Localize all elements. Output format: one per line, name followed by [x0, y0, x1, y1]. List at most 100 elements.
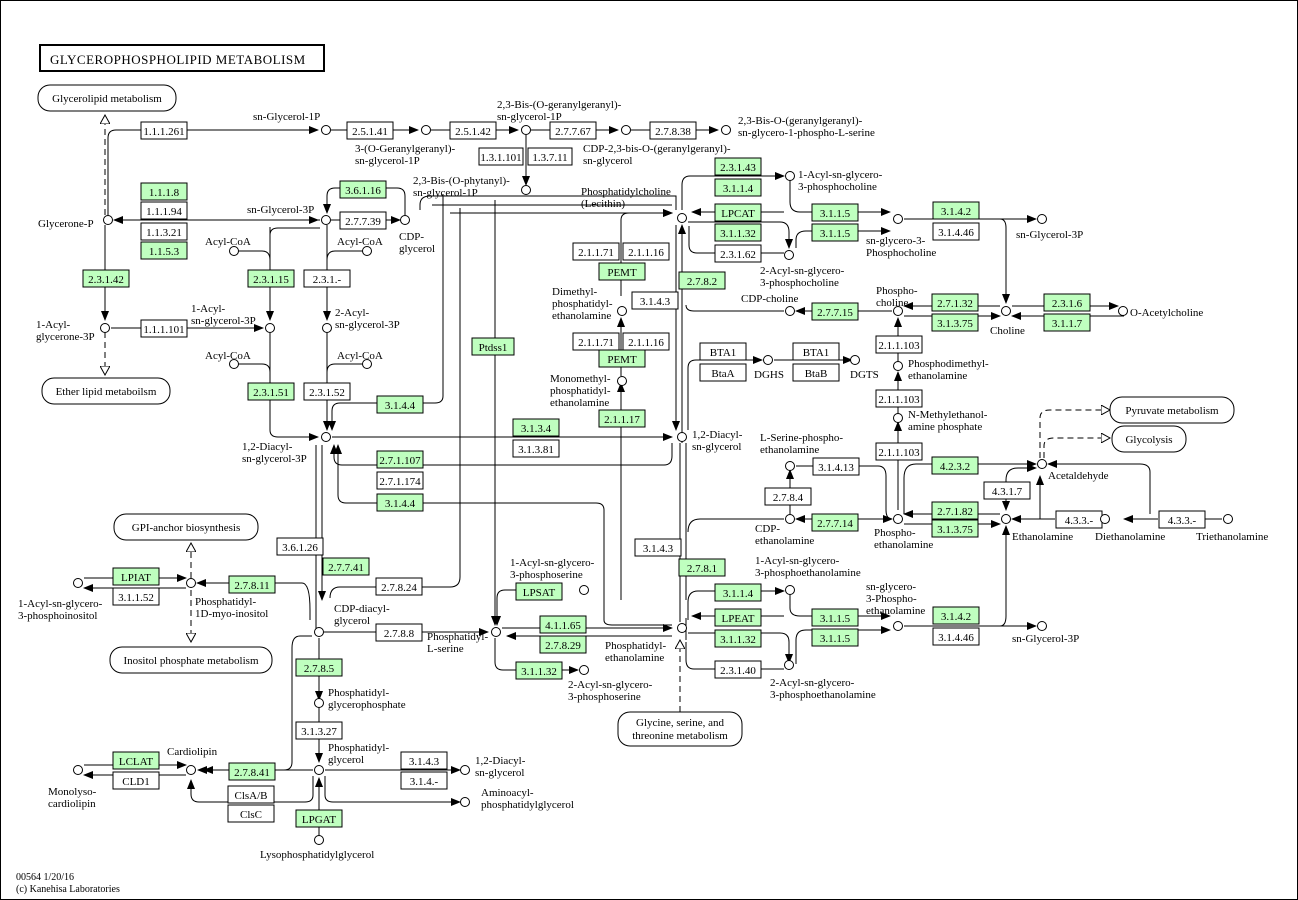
enzyme-box-3-1-3-4[interactable]: 3.1.3.4: [512, 418, 560, 437]
compound-cdp-ethanolamine[interactable]: CDP-ethanolamine: [755, 514, 814, 548]
compound-node[interactable]: [617, 376, 627, 386]
compound-2-acyl-sn-glycerol-3p[interactable]: 2-Acyl-sn-glycerol-3P: [322, 307, 400, 333]
enzyme-box-2-3-1-40[interactable]: 2.3.1.40: [714, 660, 762, 679]
compound-node[interactable]: [321, 215, 331, 225]
compound-phospho-choline[interactable]: Phospho-choline: [876, 285, 918, 316]
compound-node[interactable]: [322, 323, 332, 333]
compound-3-o-geranylgeranyl-sn-glycerol-1p[interactable]: 3-(O-Geranylgeranyl)-sn-glycerol-1P: [355, 125, 456, 168]
enzyme-box-2-7-1-107[interactable]: 2.7.1.107: [376, 450, 424, 469]
enzyme-box-2-3-1[interactable]: 2.3.1.-: [303, 269, 351, 288]
compound-l-serine-phospho-ethanolamine[interactable]: L-Serine-phospho-ethanolamine: [760, 432, 843, 471]
compound-node[interactable]: [460, 797, 470, 807]
compound-sn-glycerol-3p[interactable]: sn-Glycerol-3P: [1012, 621, 1079, 646]
enzyme-box-3-1-1-5[interactable]: 3.1.1.5: [811, 223, 859, 242]
compound-node[interactable]: [314, 835, 324, 845]
compound-lysophosphatidylglycerol[interactable]: Lysophosphatidylglycerol: [260, 835, 374, 862]
compound-node[interactable]: [186, 578, 196, 588]
compound-node[interactable]: [763, 355, 773, 365]
compound-cdp-choline[interactable]: CDP-choline: [741, 293, 799, 316]
enzyme-box-bta1[interactable]: BTA1: [792, 342, 840, 361]
compound-phosphatidyl-glycerophosphate[interactable]: Phosphatidyl-glycerophosphate: [314, 687, 406, 711]
compound-node[interactable]: [893, 361, 903, 371]
enzyme-box-3-1-4[interactable]: 3.1.4.-: [400, 771, 448, 790]
compound-2-acyl-sn-glycero-3-phosphoserine[interactable]: 2-Acyl-sn-glycero-3-phosphoserine: [568, 665, 653, 704]
compound-node[interactable]: [579, 585, 589, 595]
enzyme-box-1-1-3-21[interactable]: 1.1.3.21: [140, 222, 188, 241]
compound-phosphatidyl-l-serine[interactable]: Phosphatidyl-L-serine: [427, 627, 501, 656]
compound-node[interactable]: [321, 432, 331, 442]
compound-node[interactable]: [1037, 621, 1047, 631]
enzyme-box-2-1-1-16[interactable]: 2.1.1.16: [622, 242, 670, 261]
compound-dgts[interactable]: DGTS: [850, 355, 879, 382]
compound-node[interactable]: [893, 214, 903, 224]
enzyme-box-cld1[interactable]: CLD1: [112, 771, 160, 790]
enzyme-box-1-3-7-11[interactable]: 1.3.7.11: [527, 147, 573, 166]
enzyme-box-4-2-3-2[interactable]: 4.2.3.2: [931, 456, 979, 475]
compound-phospho-ethanolamine[interactable]: Phospho-ethanolamine: [874, 514, 933, 552]
enzyme-box-1-1-5-3[interactable]: 1.1.5.3: [140, 241, 188, 260]
enzyme-box-3-1-4-3[interactable]: 3.1.4.3: [634, 538, 682, 557]
compound-node[interactable]: [785, 306, 795, 316]
enzyme-box-pemt[interactable]: PEMT: [598, 262, 646, 281]
enzyme-box-3-1-1-5[interactable]: 3.1.1.5: [811, 628, 859, 647]
compound-dimethyl-phosphatidyl-ethanolamine[interactable]: Dimethyl-phosphatidyl-ethanolamine: [552, 286, 627, 322]
enzyme-box-3-1-1-4[interactable]: 3.1.1.4: [714, 583, 762, 602]
compound-2-acyl-sn-glycero-3-phosphocholine[interactable]: 2-Acyl-sn-glycero-3-phosphocholine: [760, 250, 845, 290]
compound-node[interactable]: [400, 215, 410, 225]
enzyme-box-3-1-1-32[interactable]: 3.1.1.32: [515, 661, 563, 680]
enzyme-box-3-1-1-32[interactable]: 3.1.1.32: [714, 223, 762, 242]
enzyme-box-4-3-3[interactable]: 4.3.3.-: [1055, 510, 1103, 529]
compound-node[interactable]: [321, 125, 331, 135]
compound-triethanolamine[interactable]: Triethanolamine: [1196, 514, 1268, 544]
compound-node[interactable]: [893, 306, 903, 316]
compound-node[interactable]: [893, 413, 903, 423]
enzyme-box-pemt[interactable]: PEMT: [598, 349, 646, 368]
compound-node[interactable]: [103, 215, 113, 225]
compound-2-acyl-sn-glycero-3-phosphoethanolamine[interactable]: 2-Acyl-sn-glycero-3-phosphoethanolamine: [770, 660, 876, 702]
compound-1-acyl-glycerone-3p[interactable]: 1-Acyl-glycerone-3P: [36, 319, 110, 343]
compound-node[interactable]: [1118, 306, 1128, 316]
compound-node[interactable]: [677, 623, 687, 633]
enzyme-box-btab[interactable]: BtaB: [792, 363, 840, 382]
compound-phosphatidyl-1d-myo-inositol[interactable]: Phosphatidyl-1D-myo-inositol: [186, 578, 269, 621]
compound-choline[interactable]: Choline: [990, 306, 1025, 338]
enzyme-box-3-1-1-32[interactable]: 3.1.1.32: [714, 629, 762, 648]
compound-node[interactable]: [186, 765, 196, 775]
compound-node[interactable]: [677, 213, 687, 223]
compound-node[interactable]: [893, 514, 903, 524]
enzyme-box-3-1-4-46[interactable]: 3.1.4.46: [932, 627, 980, 646]
compound-sn-glycero-3-phosphocholine[interactable]: sn-glycero-3-Phosphocholine: [866, 214, 936, 260]
enzyme-box-3-1-3-81[interactable]: 3.1.3.81: [512, 439, 560, 458]
compound-1-acyl-sn-glycero-3-phosphoinositol[interactable]: 1-Acyl-sn-glycero-3-phosphoinositol: [18, 578, 103, 623]
enzyme-box-2-7-8-2[interactable]: 2.7.8.2: [678, 271, 726, 290]
compound-acyl-coa[interactable]: Acyl-CoA: [337, 350, 383, 369]
compound-aminoacyl-phosphatidylglycerol[interactable]: Aminoacyl-phosphatidylglycerol: [460, 787, 574, 811]
compound-node[interactable]: [460, 765, 470, 775]
pathway-link-glycerolipid-metabolism[interactable]: Glycerolipid metabolism: [37, 84, 177, 112]
enzyme-box-2-3-1-6[interactable]: 2.3.1.6: [1043, 293, 1091, 312]
compound-phosphatidyl-ethanolamine[interactable]: Phosphatidyl-ethanolamine: [605, 623, 687, 665]
compound-1-2-diacyl-sn-glycerol-3p[interactable]: 1,2-Diacyl-sn-glycerol-3P: [242, 432, 331, 466]
enzyme-box-4-3-1-7[interactable]: 4.3.1.7: [983, 481, 1031, 500]
enzyme-box-2-3-1-15[interactable]: 2.3.1.15: [247, 269, 295, 288]
enzyme-box-2-1-1-103[interactable]: 2.1.1.103: [875, 442, 923, 461]
compound-node[interactable]: [314, 698, 324, 708]
compound-2-3-bis-o-geranylgeranyl-sn-glycero-1-phospho-l-serine[interactable]: 2,3-Bis-O-(geranylgeranyl)-sn-glycero-1-…: [721, 115, 875, 139]
enzyme-box-2-3-1-62[interactable]: 2.3.1.62: [714, 244, 762, 263]
enzyme-box-1-1-1-101[interactable]: 1.1.1.101: [140, 319, 188, 338]
compound-node[interactable]: [893, 621, 903, 631]
enzyme-box-2-7-7-14[interactable]: 2.7.7.14: [811, 513, 859, 532]
compound-glycerone-p[interactable]: Glycerone-P: [38, 215, 113, 231]
enzyme-box-2-7-8-38[interactable]: 2.7.8.38: [649, 121, 697, 140]
compound-diethanolamine[interactable]: Diethanolamine: [1095, 514, 1165, 544]
compound-sn-glycerol-1p[interactable]: sn-Glycerol-1P: [253, 111, 331, 135]
enzyme-box-4-1-1-65[interactable]: 4.1.1.65: [539, 615, 587, 634]
enzyme-box-4-3-3[interactable]: 4.3.3.-: [1158, 510, 1206, 529]
compound-acyl-coa[interactable]: Acyl-CoA: [205, 350, 251, 369]
compound-node[interactable]: [1100, 514, 1110, 524]
enzyme-box-3-1-4-3[interactable]: 3.1.4.3: [631, 291, 679, 310]
enzyme-box-3-1-3-27[interactable]: 3.1.3.27: [295, 721, 343, 740]
compound-node[interactable]: [579, 665, 589, 675]
enzyme-box-lpcat[interactable]: LPCAT: [714, 203, 762, 222]
enzyme-box-3-1-4-13[interactable]: 3.1.4.13: [812, 457, 860, 476]
